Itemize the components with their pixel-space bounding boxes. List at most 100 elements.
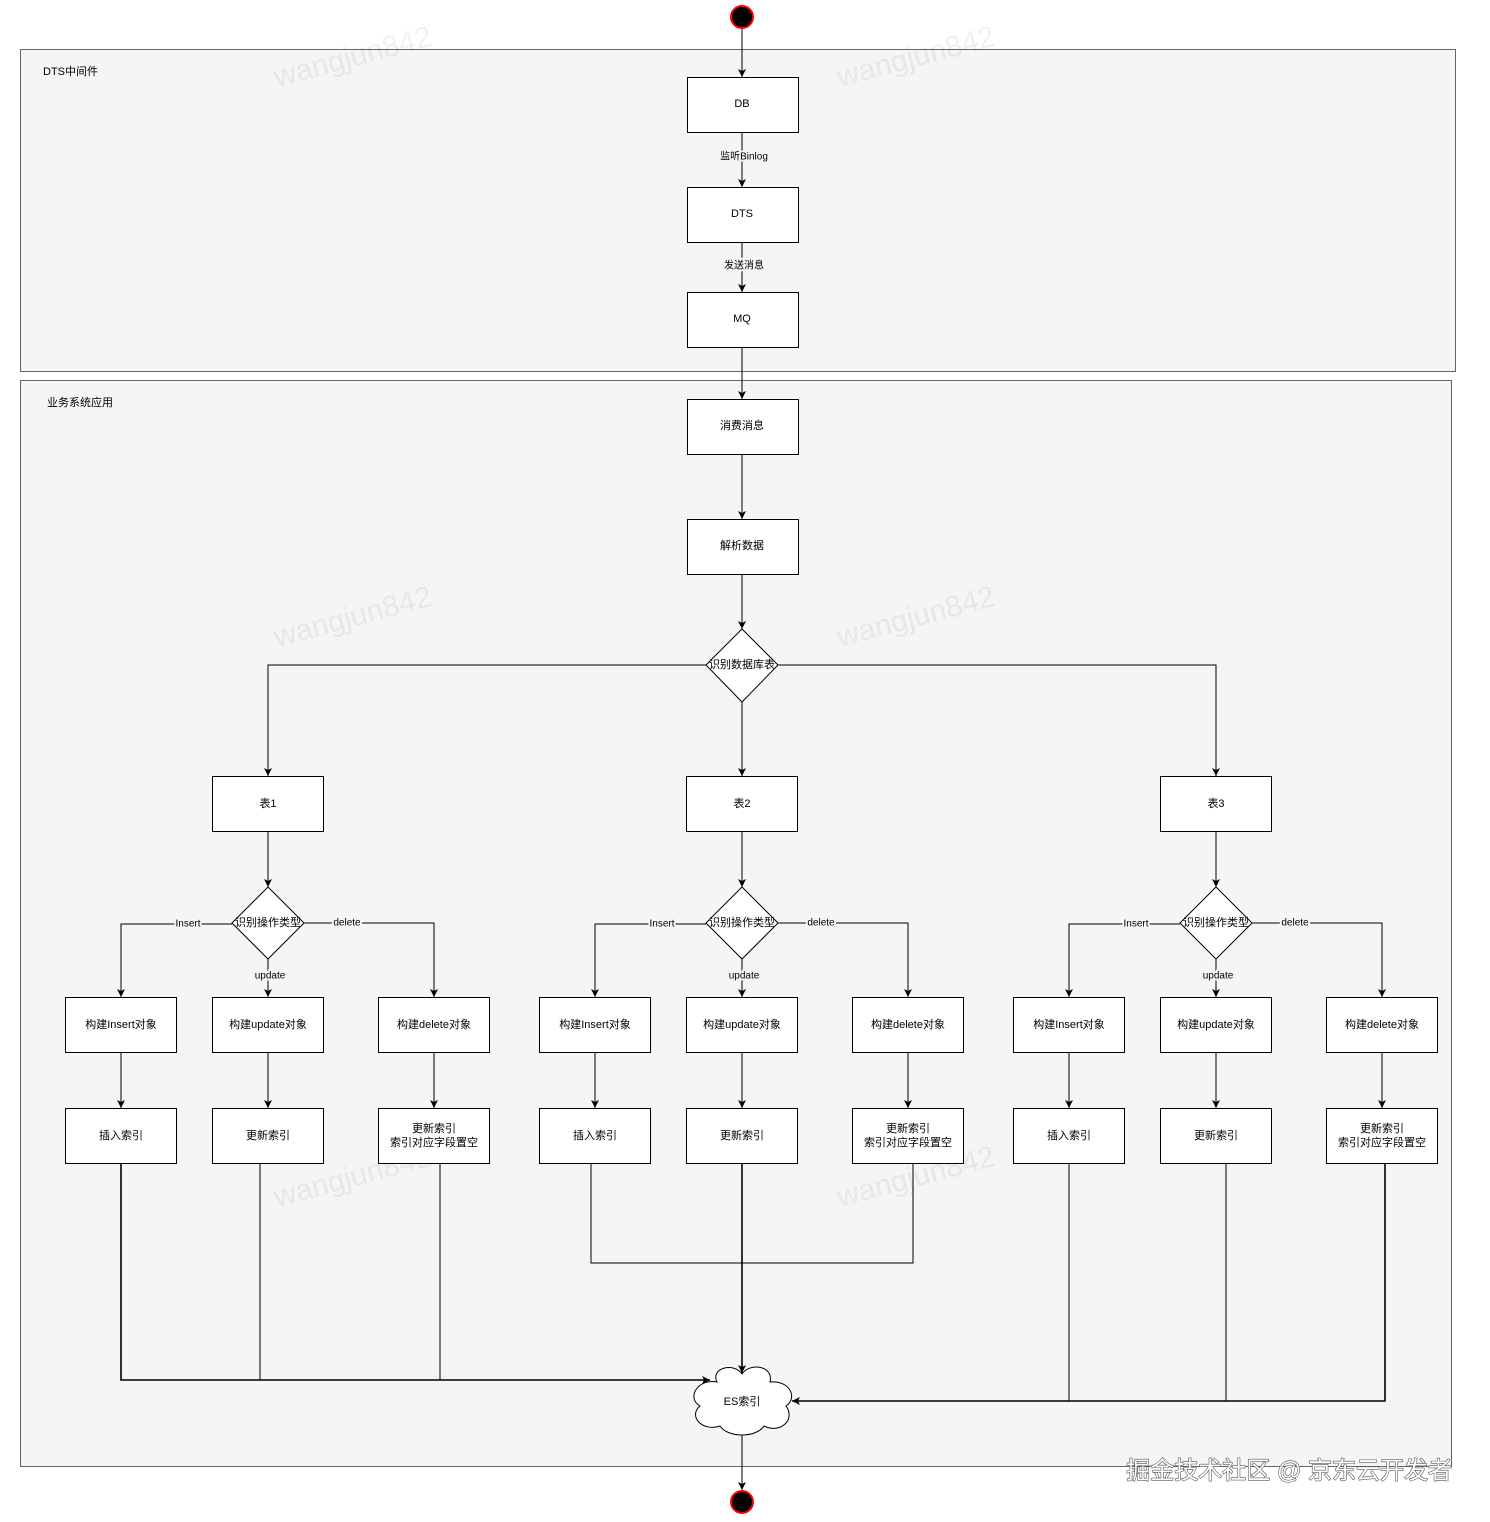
edge-label-table1-insert: Insert <box>175 919 200 930</box>
edge-label-table3-delete: delete <box>1281 918 1309 929</box>
node-parse-data: 解析数据 <box>687 519 799 575</box>
node-table1-build-insert-label: 构建Insert对象 <box>85 1017 157 1031</box>
node-table1-build-update-label: 构建update对象 <box>229 1017 307 1031</box>
node-table2-insert-index-label: 插入索引 <box>573 1128 617 1142</box>
decision-table3-operation-type: 识别操作类型 <box>1179 886 1253 960</box>
table-branch-1: 表1 识别操作类型 构建Insert对象 构建update对象 构建delete… <box>65 776 490 1164</box>
node-table1-clear-index: 更新索引 索引对应字段置空 <box>378 1108 490 1164</box>
edge-label-table2-insert: Insert <box>649 919 674 930</box>
node-mq-label: MQ <box>733 313 751 325</box>
node-es-index-label: ES索引 <box>724 1394 761 1408</box>
node-table2-build-delete: 构建delete对象 <box>852 997 964 1053</box>
edge-table2-delete-branch <box>778 922 912 997</box>
node-table1: 表1 <box>212 776 324 832</box>
node-table2-insert-index: 插入索引 <box>539 1108 651 1164</box>
node-table2-update-index-box <box>686 1108 798 1164</box>
node-table3-label: 表3 <box>1207 796 1224 810</box>
node-mq-box <box>687 292 799 348</box>
node-table3-update-index: 更新索引 <box>1160 1108 1272 1164</box>
edge-route-to-table1 <box>264 664 706 776</box>
node-table2-box <box>686 776 798 832</box>
edge-table2-clear-index-to-es <box>742 1163 914 1264</box>
node-dts: DTS <box>687 187 799 243</box>
edge-label-table1-delete: delete <box>333 918 361 929</box>
node-table1-update-index-box <box>212 1108 324 1164</box>
decision-route-table-diamond <box>705 628 779 703</box>
node-table1-update-index-label: 更新索引 <box>246 1128 290 1142</box>
node-table3-clear-index-line1: 更新索引 <box>1360 1121 1404 1135</box>
edge-table2-insert-branch <box>591 923 706 997</box>
container-dts-middleware-title: DTS中间件 <box>43 65 98 78</box>
node-table3-build-update-label: 构建update对象 <box>1177 1017 1255 1031</box>
node-table3-insert-index: 插入索引 <box>1013 1108 1125 1164</box>
node-parse-data-label: 解析数据 <box>720 538 764 552</box>
node-table1-build-insert-box <box>65 997 177 1053</box>
decision-route-table: 识别数据库表 <box>705 628 779 703</box>
node-table3-insert-index-label: 插入索引 <box>1047 1128 1091 1142</box>
node-table1-build-update-box <box>212 997 324 1053</box>
edge-table3-clear-index-to-es <box>792 1163 1386 1405</box>
edge-table1-delete-branch <box>304 922 438 997</box>
node-table2-insert-index-box <box>539 1108 651 1164</box>
edge-label-table1-update: update <box>255 971 286 982</box>
decision-table3-label: 识别操作类型 <box>1183 915 1249 929</box>
node-table1-build-delete: 构建delete对象 <box>378 997 490 1053</box>
node-table3-update-index-label: 更新索引 <box>1194 1128 1238 1142</box>
node-table2-build-delete-box <box>852 997 964 1053</box>
edge-table1-insert-index-to-es <box>120 1163 710 1384</box>
edge-label-table3-update: update <box>1203 971 1234 982</box>
node-table2-build-delete-label: 构建delete对象 <box>871 1017 945 1031</box>
decision-table1-diamond <box>231 886 305 960</box>
node-table2-build-update-box <box>686 997 798 1053</box>
table-branch-3: 表3 识别操作类型 构建Insert对象 构建update对象 构建delete… <box>1013 776 1438 1164</box>
edge-label-table2-update: update <box>729 971 760 982</box>
node-table2-update-index: 更新索引 <box>686 1108 798 1164</box>
node-table2-build-insert-box <box>539 997 651 1053</box>
end-node <box>730 1490 754 1514</box>
node-table3-clear-index-line2: 索引对应字段置空 <box>1338 1135 1426 1149</box>
node-table1-insert-index-label: 插入索引 <box>99 1128 143 1142</box>
node-table2-update-index-label: 更新索引 <box>720 1128 764 1142</box>
node-db-label: DB <box>734 98 749 110</box>
node-table3-build-delete-label: 构建delete对象 <box>1345 1017 1419 1031</box>
node-table3-build-insert-box <box>1013 997 1125 1053</box>
node-es-index: ES索引 <box>693 1366 792 1436</box>
node-table3: 表3 <box>1160 776 1272 832</box>
node-table3-insert-index-box <box>1013 1108 1125 1164</box>
container-business-app-title: 业务系统应用 <box>47 395 113 409</box>
decision-table2-operation-type: 识别操作类型 <box>705 886 779 960</box>
node-table1-clear-index-box <box>378 1108 490 1164</box>
node-table2-clear-index-box <box>852 1108 964 1164</box>
node-table3-build-insert-label: 构建Insert对象 <box>1033 1017 1105 1031</box>
node-table2-clear-index: 更新索引 索引对应字段置空 <box>852 1108 964 1164</box>
node-table1-insert-index-box <box>65 1108 177 1164</box>
decision-table1-label: 识别操作类型 <box>235 915 301 929</box>
decision-table1-operation-type: 识别操作类型 <box>231 886 305 960</box>
watermark-site: 掘金技术社区 @ 京东云开发者 <box>1126 1458 1452 1485</box>
decision-table3-diamond <box>1179 886 1253 960</box>
node-table1-build-delete-box <box>378 997 490 1053</box>
node-table3-build-delete-box <box>1326 997 1438 1053</box>
node-table1-clear-index-line2: 索引对应字段置空 <box>390 1135 478 1149</box>
edge-route-to-table3 <box>778 664 1220 776</box>
start-node <box>730 5 754 29</box>
node-table1-clear-index-line1: 更新索引 <box>412 1121 456 1135</box>
node-table3-build-update: 构建update对象 <box>1160 997 1272 1053</box>
node-table3-clear-index-box <box>1326 1108 1438 1164</box>
edge-label-table2-delete: delete <box>807 918 835 929</box>
node-table1-box <box>212 776 324 832</box>
node-dts-label: DTS <box>731 208 753 220</box>
decision-table2-diamond <box>705 886 779 960</box>
node-table2-clear-index-line1: 更新索引 <box>886 1121 930 1135</box>
decision-route-table-label: 识别数据库表 <box>709 657 775 671</box>
node-parse-data-box <box>687 519 799 575</box>
node-table3-build-update-box <box>1160 997 1272 1053</box>
node-table3-build-delete: 构建delete对象 <box>1326 997 1438 1053</box>
node-table1-build-delete-label: 构建delete对象 <box>397 1017 471 1031</box>
node-table2-build-update-label: 构建update对象 <box>703 1017 781 1031</box>
node-table2-build-insert-label: 构建Insert对象 <box>559 1017 631 1031</box>
node-table3-update-index-box <box>1160 1108 1272 1164</box>
node-db: DB <box>687 77 799 133</box>
node-table2-clear-index-line2: 索引对应字段置空 <box>864 1135 952 1149</box>
node-table1-label: 表1 <box>259 796 276 810</box>
